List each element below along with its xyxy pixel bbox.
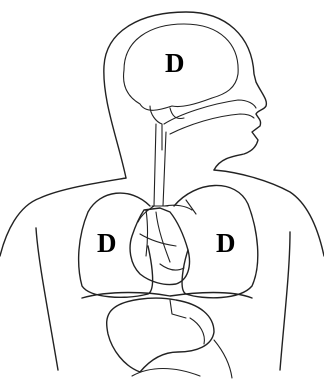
- label-brain: D: [165, 50, 185, 77]
- label-right-lung: D: [216, 230, 236, 257]
- label-left-lung: D: [97, 230, 117, 257]
- left-arm-inner: [36, 228, 58, 370]
- liver: [107, 298, 214, 372]
- nasal-airway: [164, 100, 256, 134]
- heart: [130, 208, 189, 285]
- stomach: [170, 300, 204, 344]
- head-outline: [104, 12, 267, 178]
- trachea: [152, 124, 168, 206]
- abdomen-lower: [132, 340, 232, 378]
- right-arm-inner: [280, 232, 290, 370]
- heart-vessels: [140, 210, 184, 270]
